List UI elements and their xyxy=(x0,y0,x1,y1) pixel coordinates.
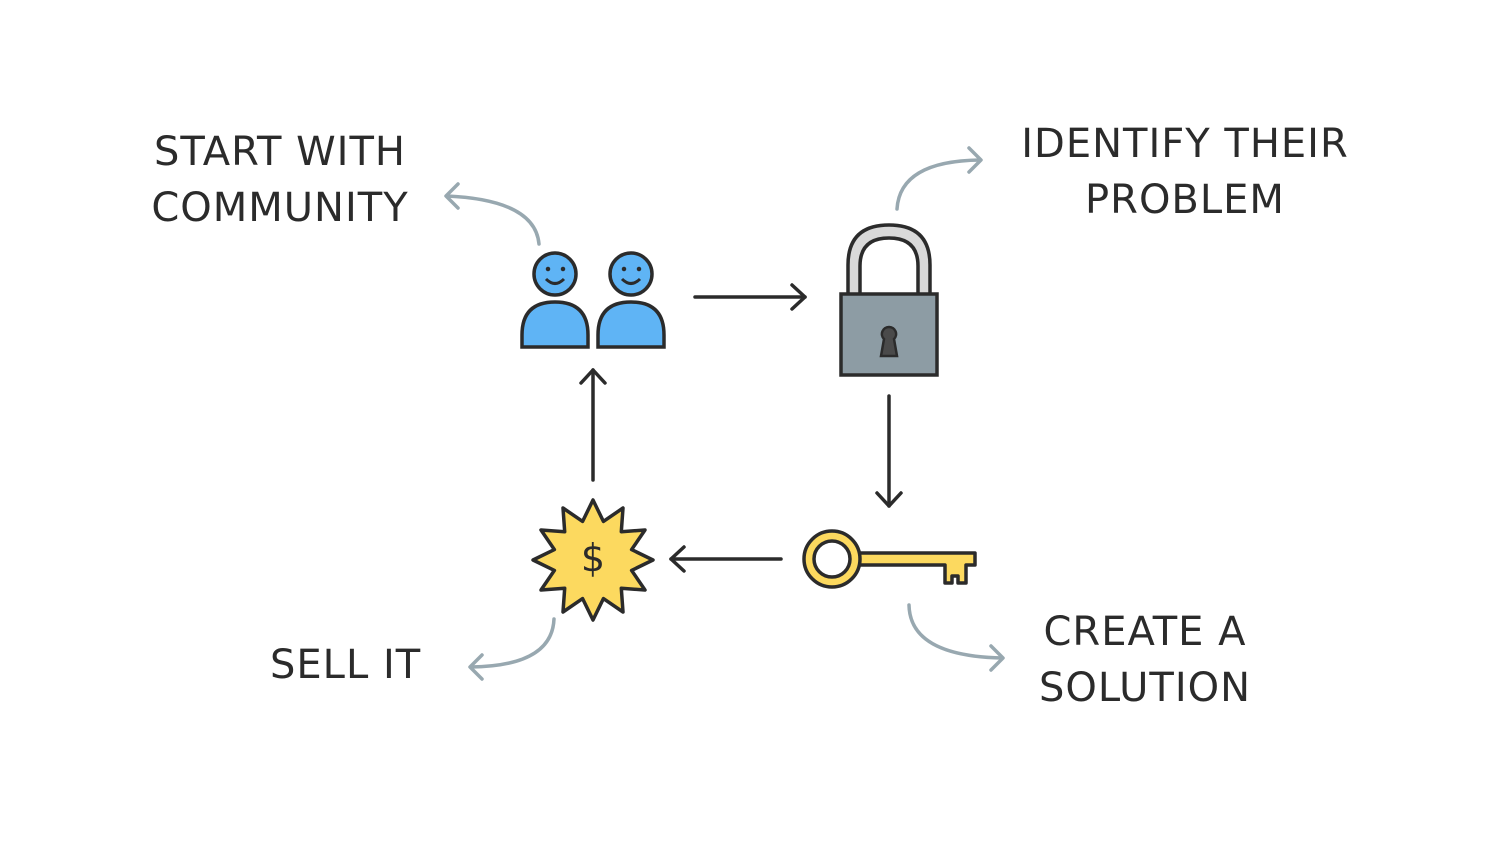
arrow-sell-to-community xyxy=(579,368,607,482)
arrow-community-to-problem xyxy=(693,283,807,311)
pointer-to-create-label xyxy=(907,603,1005,672)
dollar-badge-icon: $ xyxy=(531,498,655,622)
pointer-to-start-label xyxy=(444,182,541,246)
pointer-to-identify-label xyxy=(895,146,983,211)
label-line: SOLUTION xyxy=(1038,665,1252,711)
arrow-problem-to-solution xyxy=(875,394,903,508)
label-line: SELL IT xyxy=(270,642,422,688)
label-identify-their-problem: IDENTIFY THEIR PROBLEM xyxy=(985,116,1385,228)
people-icon xyxy=(520,251,666,349)
flow-arrows xyxy=(579,283,903,573)
label-start-with-community: START WITH COMMUNITY xyxy=(120,124,440,236)
person-left xyxy=(520,251,590,349)
starburst-badge xyxy=(531,498,655,622)
label-line: COMMUNITY xyxy=(151,185,409,231)
person-right xyxy=(596,251,666,349)
label-line: CREATE A xyxy=(1043,609,1247,655)
padlock-shackle xyxy=(846,223,932,297)
key-shaft xyxy=(856,551,977,585)
keyhole xyxy=(879,325,899,358)
label-create-a-solution: CREATE A SOLUTION xyxy=(1000,604,1290,716)
label-line: PROBLEM xyxy=(1085,177,1285,223)
label-pointer-arrows xyxy=(444,146,1005,681)
label-line: START WITH xyxy=(154,129,406,175)
dollar-symbol: $ xyxy=(581,536,605,580)
arrow-solution-to-sell xyxy=(669,545,783,573)
pointer-to-sell-label xyxy=(468,617,556,681)
label-sell-it: SELL IT xyxy=(270,637,460,693)
key-icon xyxy=(802,529,977,589)
padlock-icon xyxy=(839,223,939,377)
label-line: IDENTIFY THEIR xyxy=(1021,121,1349,167)
